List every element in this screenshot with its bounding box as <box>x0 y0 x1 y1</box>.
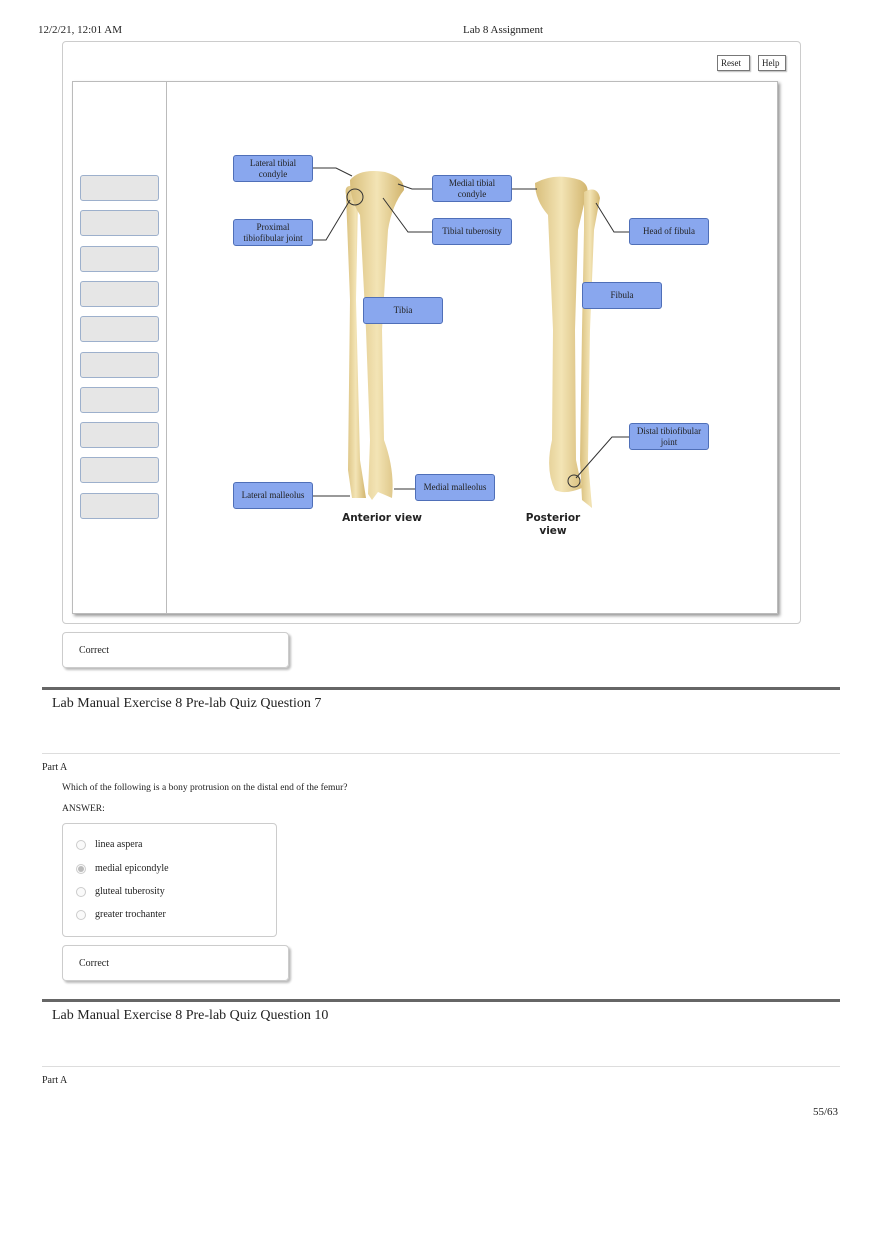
label-bank-slot[interactable] <box>80 246 159 272</box>
section-divider <box>42 999 840 1002</box>
reset-button[interactable]: Reset <box>717 55 750 71</box>
question-text: Which of the following is a bony protrus… <box>62 783 348 793</box>
label-bank-slot[interactable] <box>80 281 159 307</box>
anterior-tibia <box>350 171 405 500</box>
label-bank-slot[interactable] <box>80 175 159 201</box>
divider <box>42 753 840 754</box>
leader-lines <box>312 167 629 497</box>
labeling-activity-frame <box>62 41 801 624</box>
option-label: medial epicondyle <box>95 863 169 874</box>
answer-options: linea aspera medial epicondyle gluteal t… <box>62 823 277 937</box>
option-medial-epicondyle[interactable]: medial epicondyle <box>76 863 169 874</box>
tibia-fibula-illustration <box>312 167 629 509</box>
print-title: Lab 8 Assignment <box>463 24 544 36</box>
label-medial-malleolus[interactable]: Medial malleolus <box>415 474 495 501</box>
label-bank-slot[interactable] <box>80 493 159 519</box>
label-head-of-fibula[interactable]: Head of fibula <box>629 218 709 245</box>
option-label: greater trochanter <box>95 909 166 920</box>
part-label: Part A <box>42 762 68 773</box>
radio-button-selected[interactable] <box>76 863 86 874</box>
label-bank-slot[interactable] <box>80 316 159 342</box>
label-tibia[interactable]: Tibia <box>363 297 443 324</box>
label-distal-tibiofibular-joint[interactable]: Distal tibiofibular joint <box>629 423 709 450</box>
label-fibula[interactable]: Fibula <box>582 282 662 309</box>
option-greater-trochanter[interactable]: greater trochanter <box>76 909 166 920</box>
posterior-view-caption: Posterior view <box>525 512 581 537</box>
diagram-panel <box>72 81 778 614</box>
option-linea-aspera[interactable]: linea aspera <box>76 839 142 850</box>
radio-button[interactable] <box>76 839 86 850</box>
label-medial-tibial-condyle[interactable]: Medial tibial condyle <box>432 175 512 202</box>
option-gluteal-tuberosity[interactable]: gluteal tuberosity <box>76 886 165 897</box>
posterior-tibia <box>535 176 588 493</box>
label-bank-slot[interactable] <box>80 422 159 448</box>
anterior-fibula <box>345 185 366 498</box>
print-datetime: 12/2/21, 12:01 AM <box>38 24 123 36</box>
label-lateral-malleolus[interactable]: Lateral malleolus <box>233 482 313 509</box>
question-title: Lab Manual Exercise 8 Pre-lab Quiz Quest… <box>52 696 322 711</box>
label-bank-slot[interactable] <box>80 352 159 378</box>
question-title: Lab Manual Exercise 8 Pre-lab Quiz Quest… <box>52 1008 329 1023</box>
label-bank-slot[interactable] <box>80 387 159 413</box>
feedback-correct: Correct <box>62 945 289 981</box>
help-button[interactable]: Help <box>758 55 786 71</box>
posterior-fibula <box>580 189 600 509</box>
option-label: gluteal tuberosity <box>95 886 165 897</box>
label-lateral-tibial-condyle[interactable]: Lateral tibial condyle <box>233 155 313 182</box>
label-bank-divider <box>166 81 167 614</box>
page-number: 55/63 <box>813 1106 839 1118</box>
label-tibial-tuberosity[interactable]: Tibial tuberosity <box>432 218 512 245</box>
radio-button[interactable] <box>76 886 86 897</box>
divider <box>42 1066 840 1067</box>
radio-button[interactable] <box>76 909 86 920</box>
anterior-view-caption: Anterior view <box>342 512 422 524</box>
part-label: Part A <box>42 1075 68 1086</box>
label-bank-slot[interactable] <box>80 210 159 236</box>
answer-label: ANSWER: <box>62 804 105 814</box>
feedback-correct: Correct <box>62 632 289 668</box>
option-label: linea aspera <box>95 839 143 850</box>
label-bank-slot[interactable] <box>80 457 159 483</box>
label-proximal-tibiofibular-joint[interactable]: Proximal tibiofibular joint <box>233 219 313 246</box>
section-divider <box>42 687 840 690</box>
